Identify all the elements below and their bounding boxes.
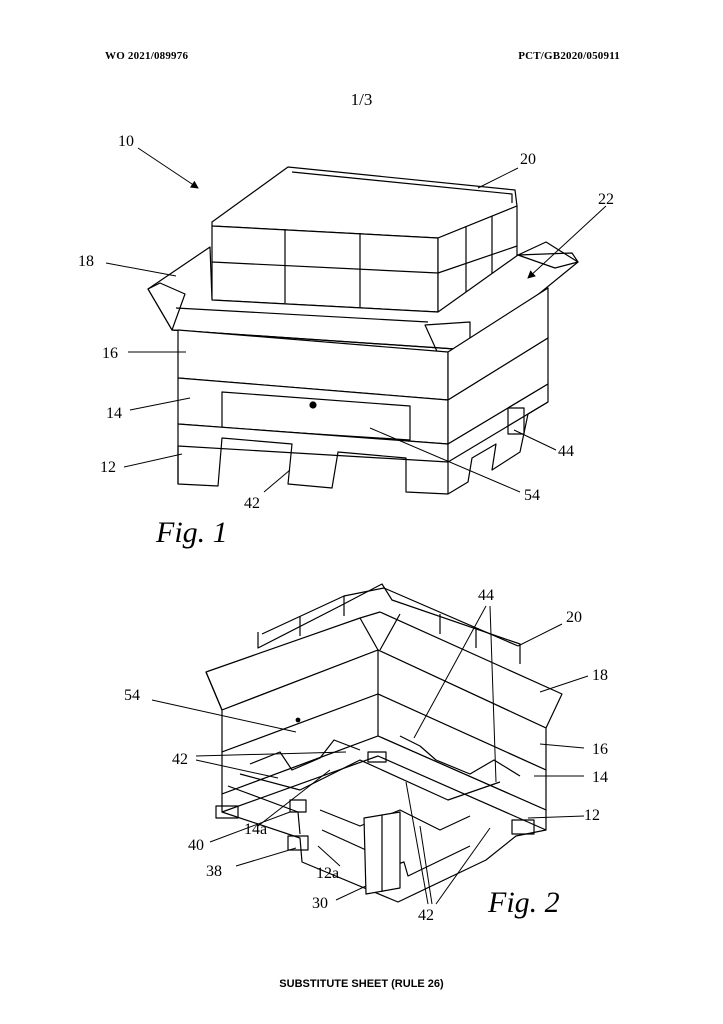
fig2-ref-18: 18	[592, 667, 608, 684]
fig1-ref-14: 14	[106, 405, 122, 422]
fig2-ref-38: 38	[206, 863, 222, 880]
fig2-ref-42-upper: 42	[172, 751, 188, 768]
fig2-ref-12: 12	[584, 807, 600, 824]
fig1-ref-12: 12	[100, 459, 116, 476]
fig2-ref-14a: 14a	[244, 821, 267, 838]
footer-note: SUBSTITUTE SHEET (RULE 26)	[0, 978, 723, 990]
fig1-ref-54: 54	[524, 487, 540, 504]
fig2-ref-44: 44	[478, 587, 494, 604]
fig2-ref-16: 16	[592, 741, 608, 758]
fig2-ref-40: 40	[188, 837, 204, 854]
fig1-label: Fig. 1	[155, 516, 228, 549]
fig2-ref-54: 54	[124, 687, 140, 704]
fig2-label: Fig. 2	[487, 886, 560, 919]
fig2-ref-20: 20	[566, 609, 582, 626]
fig2-ref-30: 30	[312, 895, 328, 912]
fig2-ref-14: 14	[592, 769, 608, 786]
fig2-ref-42-lower: 42	[418, 907, 434, 924]
fig1-ref-18: 18	[78, 253, 94, 270]
fig1-ref-22: 22	[598, 191, 614, 208]
fig2-ref-12a: 12a	[316, 865, 339, 882]
fig1-ref-16: 16	[102, 345, 118, 362]
fig1-ref-10: 10	[118, 133, 134, 150]
fig1-drawing	[148, 167, 578, 494]
fig1-ref-42: 42	[244, 495, 260, 512]
fig2-drawing	[206, 584, 562, 902]
fig1-ref-44: 44	[558, 443, 574, 460]
fig1-ref-20: 20	[520, 151, 536, 168]
